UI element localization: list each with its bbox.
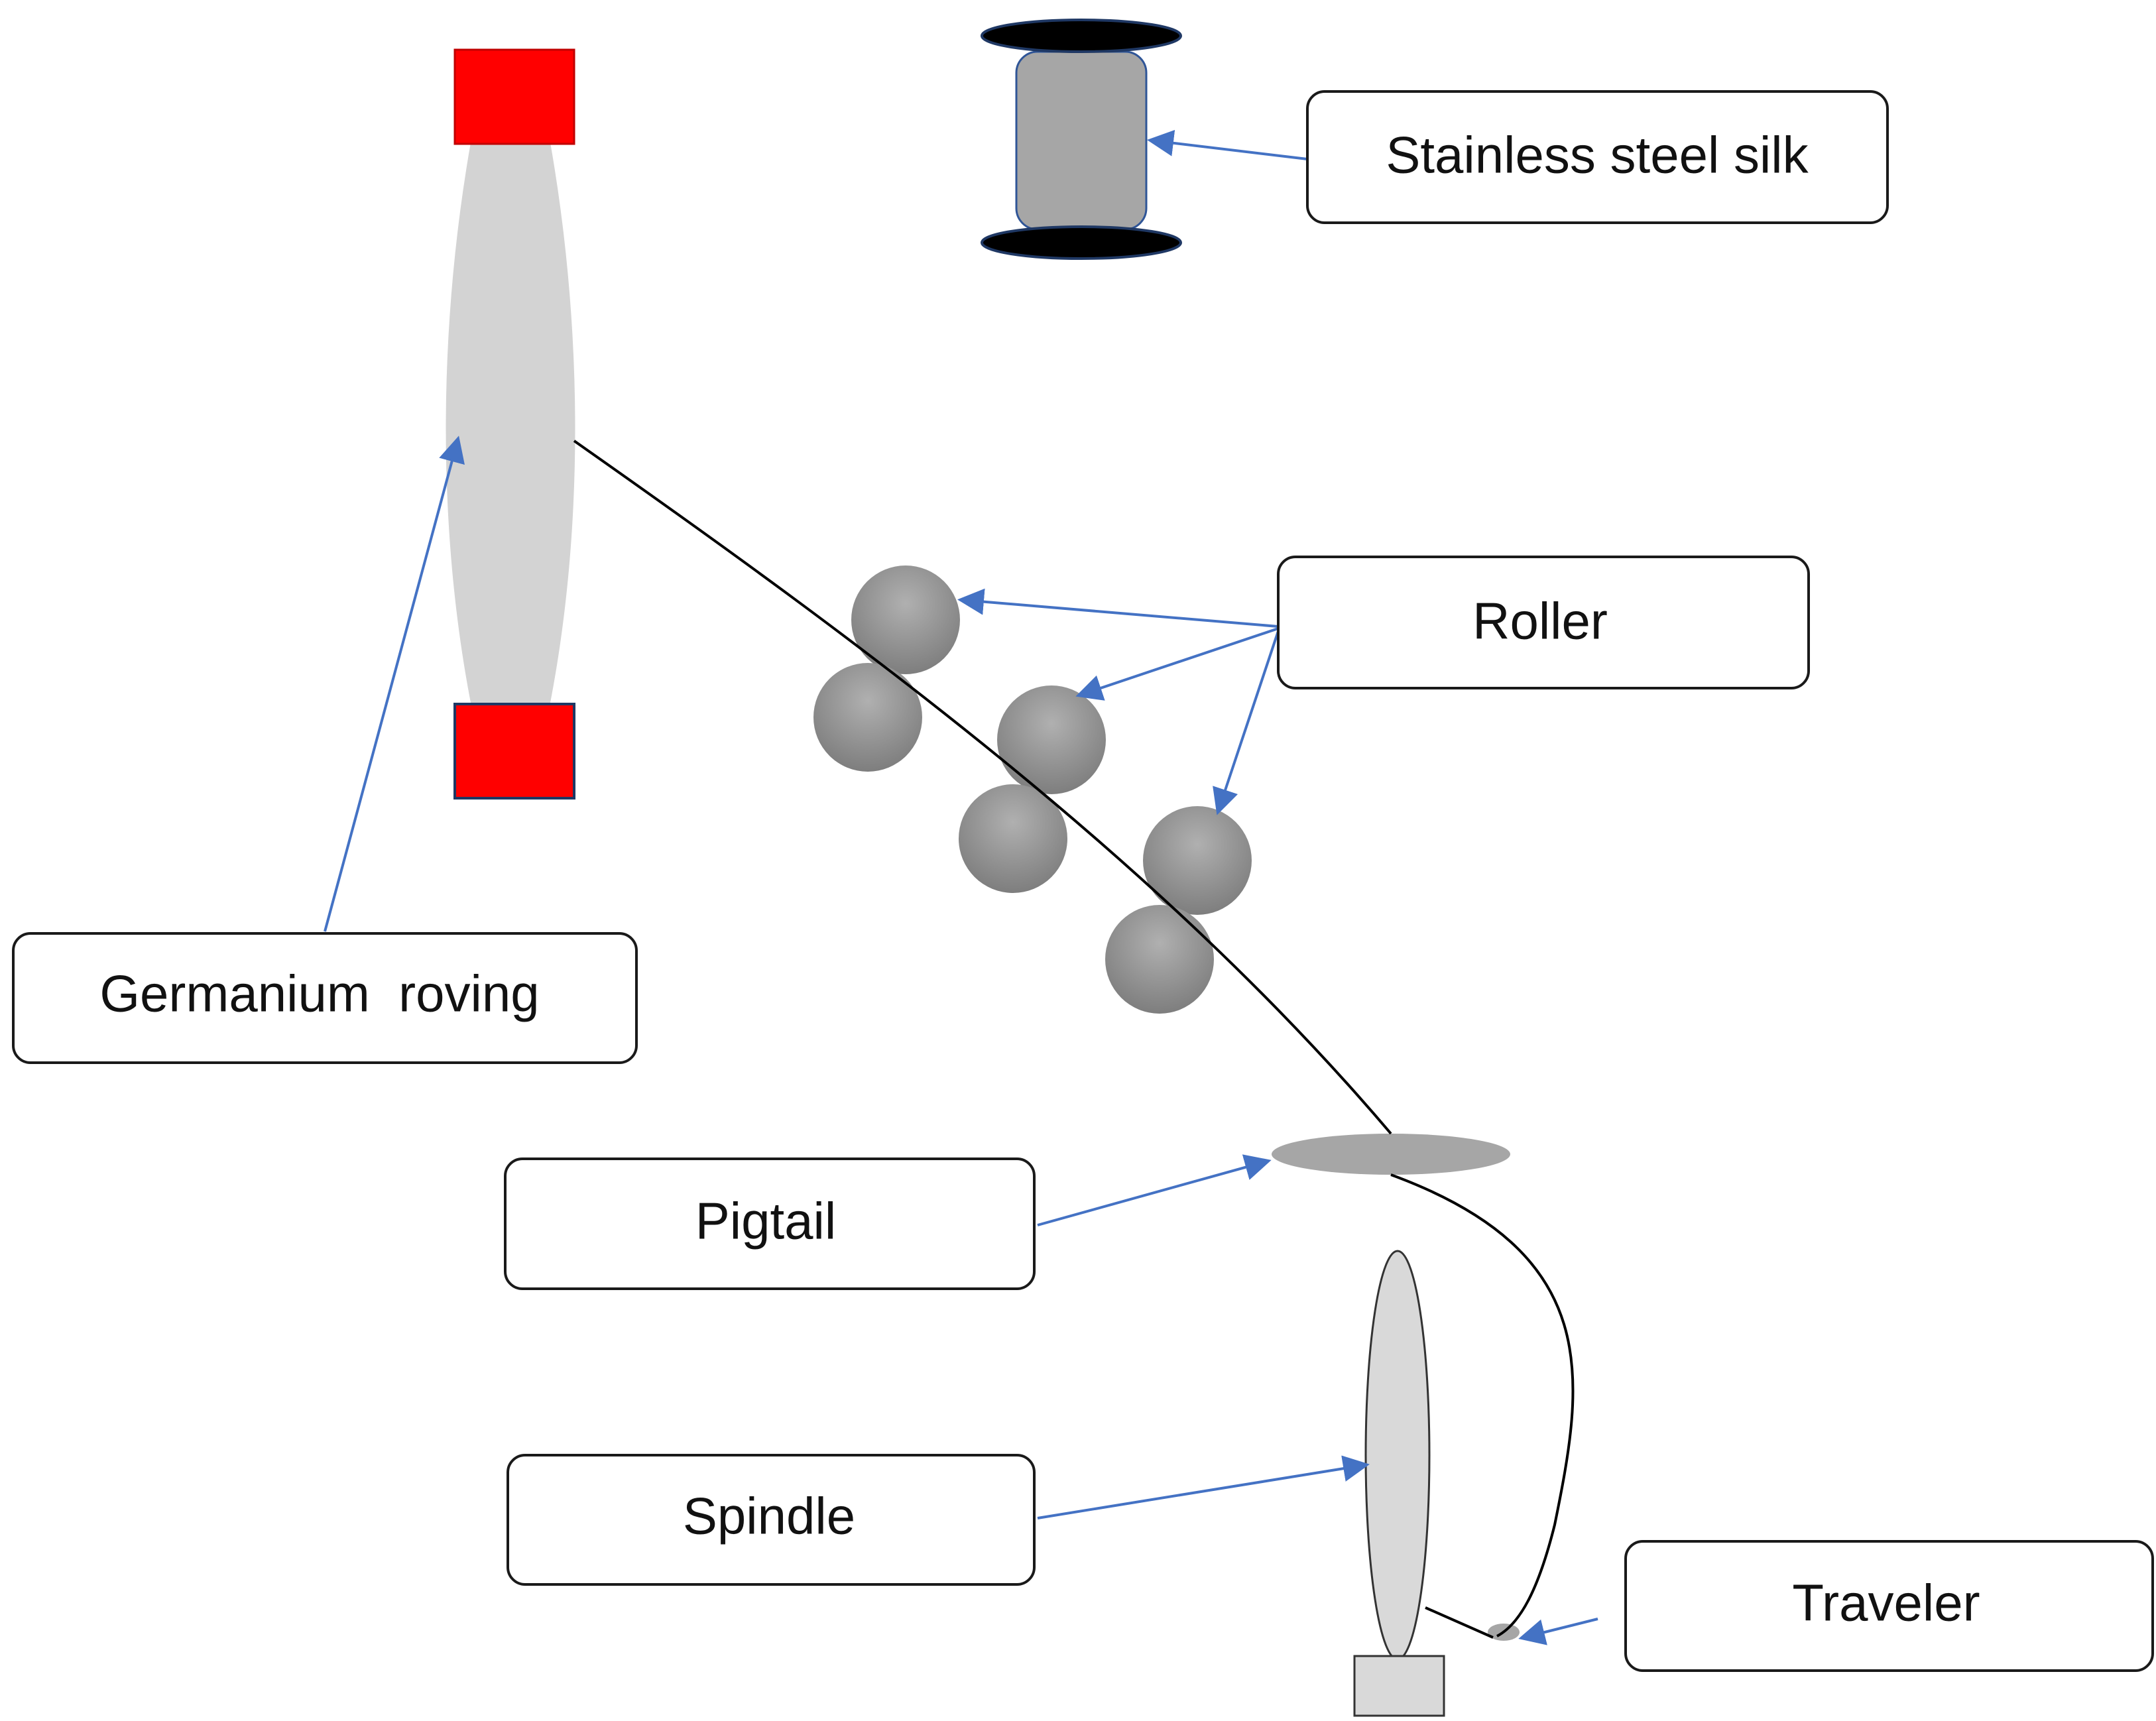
arrow-spindle — [1037, 1455, 1370, 1519]
roving-top-holder — [453, 48, 575, 145]
label-stainless-steel-silk: Stainless steel silk — [1306, 90, 1889, 224]
label-germanium-roving: Germanium roving — [12, 932, 638, 1064]
label-germanium-roving-text: Germanium roving — [99, 965, 539, 1023]
roller-top-3 — [1143, 806, 1252, 915]
arrow-roller-2 — [1075, 627, 1279, 701]
spool-bottom-flange — [981, 225, 1182, 260]
arrow-roller-1 — [957, 588, 1279, 628]
yarn-traveler-to-spindle — [1425, 1606, 1494, 1639]
label-traveler: Traveler — [1624, 1540, 2154, 1672]
roving-body — [446, 143, 575, 703]
roller-bottom-2 — [959, 784, 1067, 893]
label-traveler-text: Traveler — [1792, 1574, 1980, 1632]
drafting-rollers — [813, 565, 1252, 1014]
arrow-pigtail — [1037, 1154, 1272, 1226]
yarn-path — [573, 440, 1392, 1135]
roller-top-1 — [851, 565, 960, 674]
label-roller: Roller — [1277, 556, 1810, 689]
arrow-traveler — [1518, 1618, 1598, 1645]
label-spindle-text: Spindle — [683, 1487, 855, 1545]
spool-top-flange — [981, 19, 1182, 53]
roller-top-2 — [997, 685, 1106, 794]
label-roller-text: Roller — [1472, 592, 1608, 650]
stainless-steel-spool — [981, 19, 1182, 260]
label-spindle: Spindle — [507, 1454, 1036, 1586]
arrow-germanium-roving — [324, 436, 465, 932]
label-pigtail-text: Pigtail — [695, 1192, 836, 1250]
spindle-assembly — [1353, 1250, 1445, 1717]
pigtail-guide — [1272, 1134, 1510, 1175]
callout-arrows — [324, 129, 1598, 1645]
spool-body — [1015, 50, 1148, 231]
roving-bottom-holder — [453, 703, 575, 800]
roller-bottom-1 — [813, 663, 922, 772]
roller-bottom-3 — [1105, 905, 1214, 1014]
arrow-stainless-steel-silk — [1147, 129, 1308, 160]
spindle-base — [1353, 1655, 1445, 1717]
germanium-roving-bobbin — [446, 48, 575, 800]
label-stainless-steel-silk-text: Stainless steel silk — [1386, 126, 1809, 184]
arrow-roller-3 — [1213, 630, 1280, 815]
label-pigtail: Pigtail — [504, 1157, 1036, 1290]
yarn-pigtail-to-traveler — [1390, 1173, 1575, 1637]
spindle-body — [1364, 1250, 1431, 1661]
